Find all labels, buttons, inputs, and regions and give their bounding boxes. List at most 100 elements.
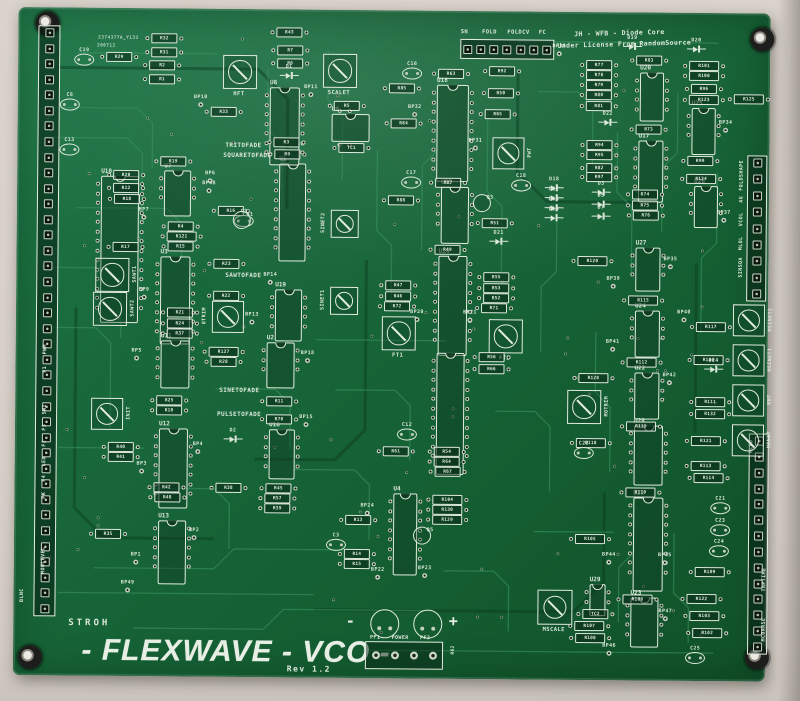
mounting-hole: [17, 645, 43, 670]
ic-pin: [627, 560, 632, 565]
ic-pin: [155, 271, 160, 276]
ic-pin: [269, 323, 274, 328]
testpoint-pad: [723, 127, 729, 133]
testpoint-pad: [308, 92, 314, 98]
diode-label: D2: [229, 427, 237, 434]
ic-pin: [433, 261, 438, 266]
resistor-R121: R121: [166, 231, 197, 242]
ic-pin: [295, 463, 300, 469]
capacitor-label: C23: [715, 517, 726, 524]
ic-pin: [629, 378, 634, 383]
resistor-R121: R121: [690, 435, 721, 447]
testpoint-pad: [556, 51, 562, 57]
ic-pin: [430, 425, 436, 430]
resistor-R92: R92: [489, 66, 516, 77]
power-pin: [390, 651, 399, 660]
ic-pin: [95, 229, 100, 234]
resistor-R48: R48: [154, 492, 181, 503]
header-pin: [43, 168, 53, 178]
ic-pin: [431, 157, 436, 162]
header-pin: [753, 484, 764, 494]
header-pin: [43, 199, 53, 209]
ic-pin: [155, 355, 160, 360]
testpoint-label: BP48: [202, 180, 216, 187]
header-pin: [43, 183, 53, 193]
ic-pin: [306, 226, 311, 231]
ic-pin: [155, 262, 160, 267]
resistor-R43: R43: [276, 27, 303, 38]
ic-pin: [629, 325, 634, 330]
ic-pin: [718, 201, 723, 206]
resistor-R74: R74: [631, 189, 659, 200]
ic-pin: [663, 460, 668, 465]
trimmer-MOTRIM: [567, 389, 602, 425]
top-header-label: SN: [460, 29, 469, 36]
diode-label: D20: [691, 37, 702, 44]
testpoint-label: BP45: [658, 552, 672, 559]
top-header-label: FC: [538, 29, 547, 36]
ic-pin: [663, 541, 668, 546]
ic-pin: [191, 291, 196, 296]
ic-pin: [628, 431, 633, 436]
testpoint-label: BP1: [130, 551, 142, 558]
ic-pin: [388, 508, 393, 513]
left-edge-label: F4: [40, 474, 48, 482]
resistor-R110: R110: [625, 487, 656, 498]
header-pin: [43, 137, 54, 147]
transistor-label: Q5: [426, 527, 434, 534]
resistor-R4: R4: [167, 221, 194, 232]
ic-pin: [188, 463, 193, 468]
testpoint-label: BP21: [463, 309, 477, 316]
power-label: PF1: [370, 634, 381, 641]
testpoint-pad: [422, 573, 428, 579]
ic-pin: [431, 147, 436, 152]
ic-pin: [659, 603, 664, 608]
ic-pin: [465, 368, 470, 373]
ic-pin: [95, 248, 100, 253]
diode-label: D7: [597, 204, 605, 211]
resistor-R77: R77: [586, 60, 613, 71]
via-pad: [96, 524, 100, 528]
testpoint-label: BP23: [417, 565, 432, 572]
capacitor-C16: [402, 67, 423, 80]
ic-pin: [430, 434, 435, 439]
left-edge-label: PWM: [42, 344, 49, 355]
ic-pin: [418, 499, 423, 504]
transistor-label: Q3: [486, 194, 494, 201]
ic-pin: [191, 262, 196, 267]
ic-pin: [431, 358, 436, 363]
resistor-R7: R7: [277, 45, 304, 56]
resistor-R111: R111: [695, 396, 726, 408]
header-pin: [42, 261, 52, 271]
ic-pin: [664, 156, 669, 161]
ic-pin: [307, 188, 312, 193]
ic-pin: [627, 541, 632, 546]
ic-pin: [95, 210, 100, 215]
diode-label: D15: [548, 196, 560, 203]
resistor-R63: R63: [438, 68, 465, 79]
resistor-R40: R40: [107, 441, 134, 453]
ic-pin: [153, 453, 158, 458]
left-edge-label: F2: [41, 439, 48, 447]
ic-pin: [155, 346, 160, 351]
trimmer-label: SAWT2: [129, 299, 136, 317]
testpoint-pad: [364, 510, 370, 516]
diode-label: D18: [549, 176, 560, 183]
header-pin: [752, 594, 763, 605]
testpoint-pad: [610, 346, 616, 352]
ic-pin: [628, 531, 633, 536]
resistor-R104: R104: [432, 494, 463, 505]
via-pad: [87, 172, 91, 176]
left-edge-label: F1: [41, 365, 49, 373]
ic-pin: [95, 238, 100, 243]
resistor-R87: R87: [435, 177, 462, 188]
testpoint-pad: [606, 650, 612, 656]
resistor-R128: R128: [578, 372, 609, 384]
resistor-R73: R73: [635, 124, 662, 135]
power-pin: [409, 651, 418, 660]
ic-pin: [469, 119, 474, 124]
ic-pin: [469, 193, 475, 198]
ic-pin: [465, 415, 470, 421]
diode-label: D5: [597, 192, 605, 199]
testpoint-label: BP49: [120, 579, 135, 586]
